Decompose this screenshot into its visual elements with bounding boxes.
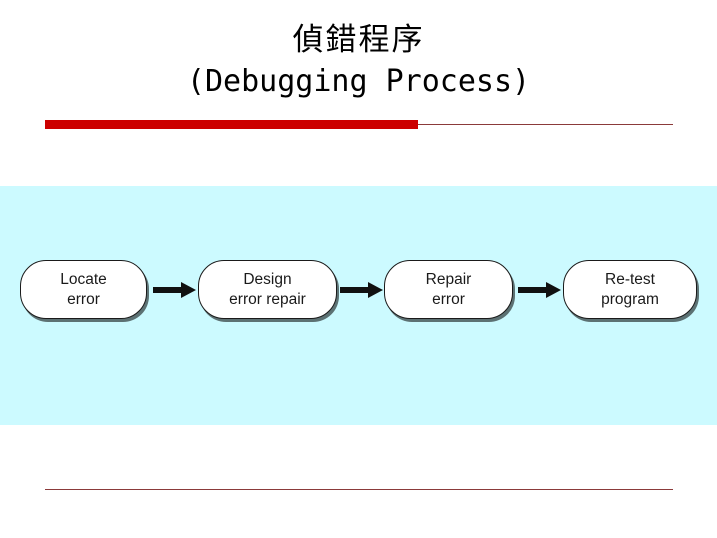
flow-node-label-line2: error [67,290,100,308]
flow-node-label-line1: Re-test [605,270,655,288]
arrow-right-icon [518,281,562,299]
flow-node-label-line1: Locate [60,270,107,288]
flow-node-label-line1: Repair [425,270,472,288]
flow-node-label-line2: error [432,290,465,308]
diagram-panel: Locate error Design error repair Repair … [0,186,717,425]
page-title: 偵錯程序 (Debugging Process) [0,22,717,100]
flow-node-locate-error: Locate error [20,260,147,319]
arrow-right-icon [340,281,384,299]
title-accent-bar [45,120,418,129]
page-title-english: (Debugging Process) [186,63,531,99]
flow-node-design-error-repair: Design error repair [198,260,337,319]
footer-divider-line [45,489,673,490]
flowchart: Locate error Design error repair Repair … [0,260,717,330]
flow-node-re-test-program: Re-test program [563,260,697,319]
flow-node-label-line2: error repair [229,290,306,308]
flow-node-label-line2: program [601,290,659,308]
flow-node-label-line1: Design [243,270,292,288]
page-title-chinese: 偵錯程序 [292,22,425,58]
arrow-right-icon [153,281,197,299]
flow-node-repair-error: Repair error [384,260,513,319]
